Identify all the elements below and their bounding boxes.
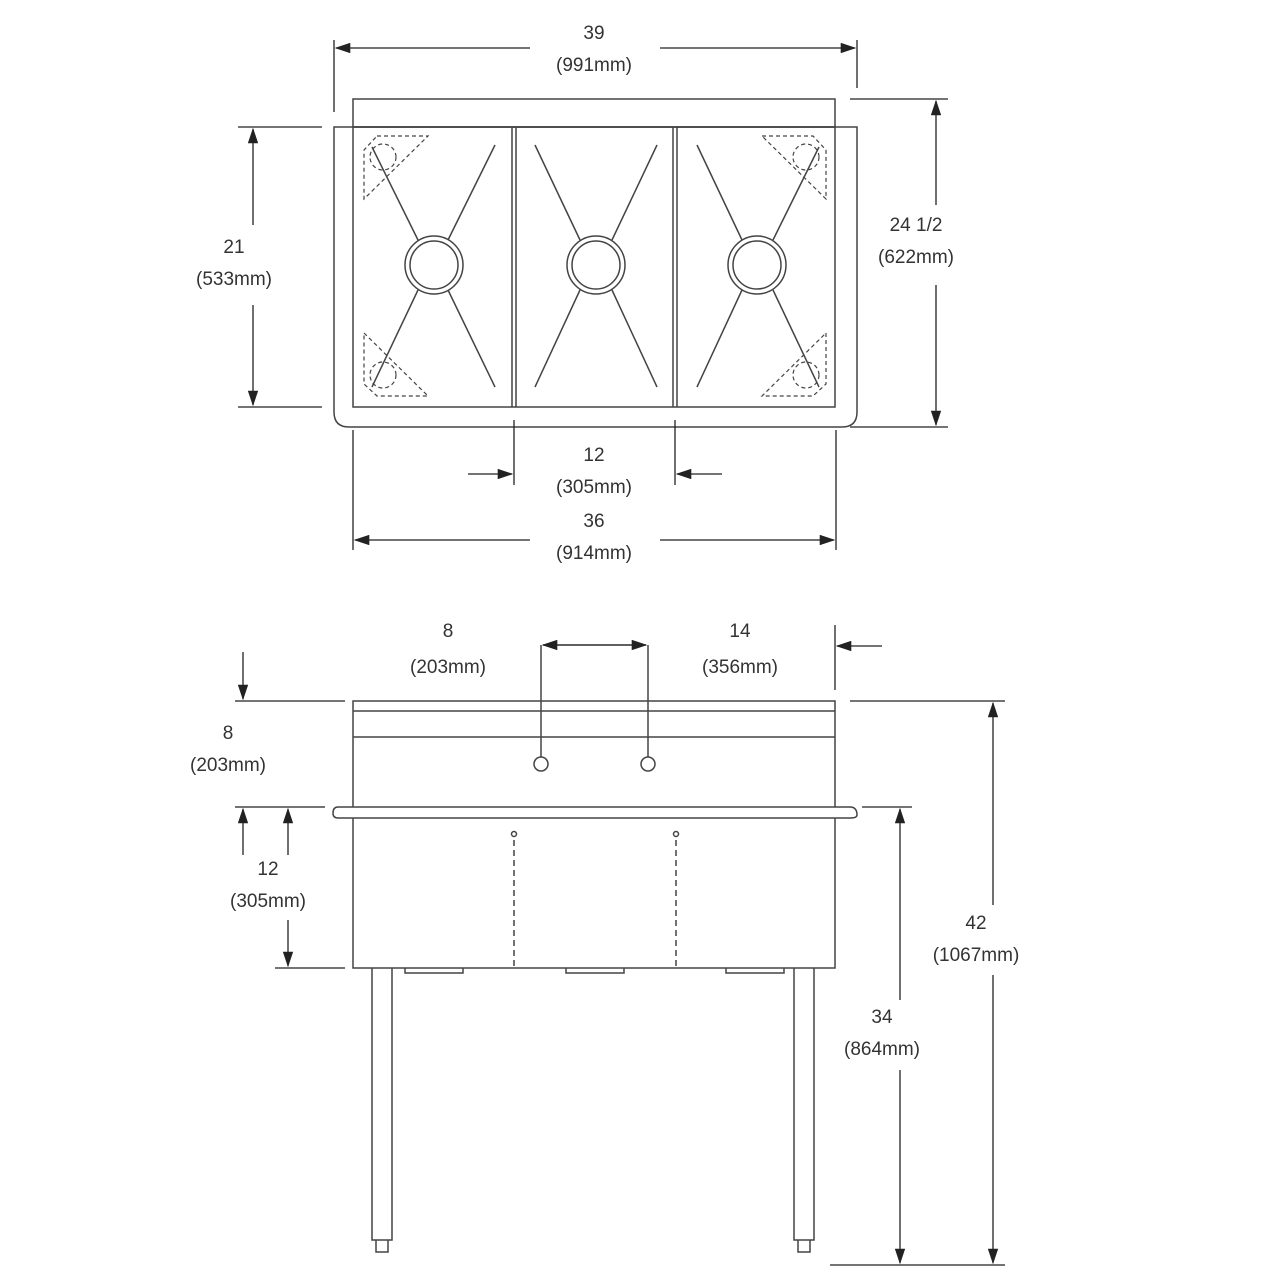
faucet-left-label: 8(203mm) (409, 621, 487, 678)
backsplash-height-label: 8(203mm) (189, 723, 267, 776)
top-view (333, 98, 858, 428)
overall-depth-label: 24 1/2(622mm) (877, 215, 955, 268)
sink-width-label: 36(914mm) (555, 511, 633, 564)
overall-width-label: 39(991mm) (555, 23, 633, 76)
bowl-depth-label: 21(533mm) (195, 237, 273, 290)
overall-height-label: 42(1067mm) (932, 913, 1020, 966)
bowl-width-label: 12(305mm) (555, 445, 633, 498)
front-view (332, 645, 858, 1253)
bowl-height-label: 12(305mm) (229, 859, 307, 912)
faucet-right-label: 14(356mm) (701, 621, 779, 678)
rim-height-label: 34(864mm) (843, 1007, 921, 1060)
